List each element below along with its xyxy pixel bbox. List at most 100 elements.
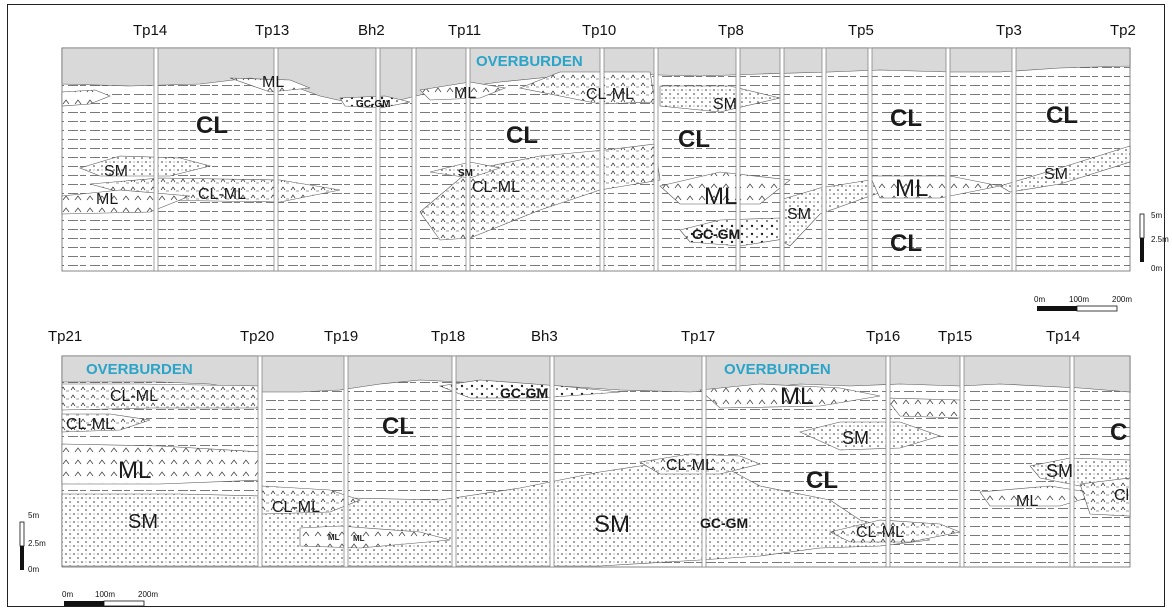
soil-label-cl-ml: CL-ML [272, 499, 320, 516]
soil-label-c: C [1110, 419, 1127, 446]
borehole-label: Tp20 [240, 328, 274, 345]
soil-label-ml: ML [353, 534, 365, 543]
scale-label-2-5m: 2.5m [28, 539, 46, 548]
borehole-column [701, 355, 707, 568]
top-lens-ml-f [869, 175, 1001, 199]
bottom-lens-ml-c [699, 383, 881, 409]
borehole-column [599, 47, 605, 272]
soil-label-cl-ml: CL-ML [856, 524, 904, 541]
top-lens-sm-a [659, 85, 781, 113]
soil-label-sm: SM [104, 163, 128, 180]
bottom-lens-sm-a [799, 421, 941, 451]
bottom-lens-ml-b [299, 525, 451, 549]
bottom-lens-cl-ml-b [61, 413, 151, 433]
soil-label-gc-gm: GC-GM [700, 515, 748, 531]
borehole-label: Tp8 [718, 22, 744, 39]
borehole-label: Tp5 [848, 22, 874, 39]
borehole-label: Tp14 [133, 22, 167, 39]
borehole-label: Tp13 [255, 22, 289, 39]
soil-label-sm: SM [128, 511, 158, 533]
soil-label-cl: CL [806, 467, 838, 494]
soil-label-cl: CL [678, 126, 710, 153]
scale-label-200m: 200m [1112, 295, 1132, 304]
soil-label-sm: SM [458, 168, 473, 179]
borehole-column [959, 355, 965, 568]
top-borehole-columns [153, 47, 1017, 272]
soil-label-cl: CL [890, 105, 922, 132]
top-lens-ml-b [229, 77, 311, 93]
bottom-cross-section: Tp21 Tp20 Tp19 Tp18 Bh3 Tp17 Tp16 Tp15 T… [19, 328, 1131, 607]
soil-label-ml: ML [96, 191, 118, 208]
soil-label-cl: CL [890, 230, 922, 257]
soil-label-cl-ml: CL-ML [66, 416, 114, 433]
top-lens-sm-c [429, 161, 502, 179]
bottom-vertical-scale: 5m 2.5m 0m [19, 511, 46, 574]
soil-label-sm: SM [787, 206, 811, 223]
borehole-label: Tp10 [582, 22, 616, 39]
overburden-label: OVERBURDEN [476, 53, 583, 70]
soil-label-sm: SM [842, 428, 869, 448]
scale-label-100m: 100m [1069, 295, 1089, 304]
borehole-column [549, 355, 555, 568]
scale-label-5m: 5m [1151, 211, 1162, 220]
borehole-label: Tp2 [1110, 22, 1136, 39]
soil-label-ml: ML [262, 74, 284, 91]
borehole-label: Tp14 [1046, 328, 1080, 345]
soil-label-sm: SM [1046, 461, 1073, 481]
soil-label-gc-gm: GC-GM [356, 99, 390, 110]
bottom-lens-cl-ml-a [61, 383, 263, 411]
borehole-label: Tp17 [681, 328, 715, 345]
top-lens-cl-ml-a [518, 71, 656, 105]
soil-label-cl-ml: CL-ML [586, 86, 634, 103]
top-horizontal-scale: 0m 100m 200m [1034, 295, 1132, 312]
soil-label-cl: CL [196, 112, 228, 139]
borehole-label: Tp18 [431, 328, 465, 345]
soil-label-ml: ML [328, 533, 340, 542]
scale-bar-lower [1140, 238, 1144, 262]
borehole-label: Tp11 [448, 22, 481, 39]
borehole-column [1011, 47, 1017, 272]
borehole-column [451, 355, 457, 568]
borehole-label: Bh3 [531, 328, 558, 345]
borehole-column [411, 47, 417, 272]
bottom-lens-gc-gm-a [438, 379, 621, 399]
borehole-column [779, 47, 785, 272]
borehole-label: Tp19 [324, 328, 358, 345]
borehole-column [945, 47, 951, 272]
scale-label-5m: 5m [28, 511, 39, 520]
scale-label-0m: 0m [62, 590, 73, 599]
top-lens-ml-e [659, 171, 791, 205]
soil-label-ml: ML [895, 175, 928, 202]
borehole-column [465, 47, 471, 272]
soil-label-cl: CL [506, 122, 538, 149]
borehole-label: Tp21 [48, 328, 82, 345]
scale-label-200m: 200m [138, 590, 158, 599]
borehole-column [653, 47, 659, 272]
top-lens-sm-e [999, 145, 1131, 193]
scale-label-0m: 0m [1151, 264, 1162, 273]
figure-frame [7, 4, 1165, 607]
top-vertical-scale: 5m 2.5m 0m [1139, 211, 1169, 273]
borehole-column [885, 355, 891, 568]
top-lens-sm-b [79, 155, 212, 177]
soil-label-ml: ML [1016, 493, 1038, 510]
borehole-label: Tp15 [938, 328, 972, 345]
bottom-lens-ml-a [61, 443, 263, 485]
borehole-column [821, 47, 827, 272]
overburden-label: OVERBURDEN [724, 361, 831, 378]
soil-label-sm: SM [713, 96, 737, 113]
soil-label-cl-ml: CL-ML [198, 186, 246, 203]
soil-label-cl-ml: CL-ML [472, 179, 520, 196]
overburden-label: OVERBURDEN [86, 361, 193, 378]
soil-label-cl: CL [382, 413, 414, 440]
bottom-borehole-columns [257, 355, 1075, 568]
soil-label-cl: CL [1046, 102, 1078, 129]
scale-bar-upper [19, 521, 25, 547]
soil-label-ml: ML [780, 383, 813, 410]
borehole-column [257, 355, 263, 568]
borehole-column [153, 47, 159, 272]
scale-label-0m: 0m [1034, 295, 1045, 304]
borehole-column [343, 355, 349, 568]
borehole-label: Bh2 [358, 22, 385, 39]
scale-label-0m: 0m [28, 565, 39, 574]
